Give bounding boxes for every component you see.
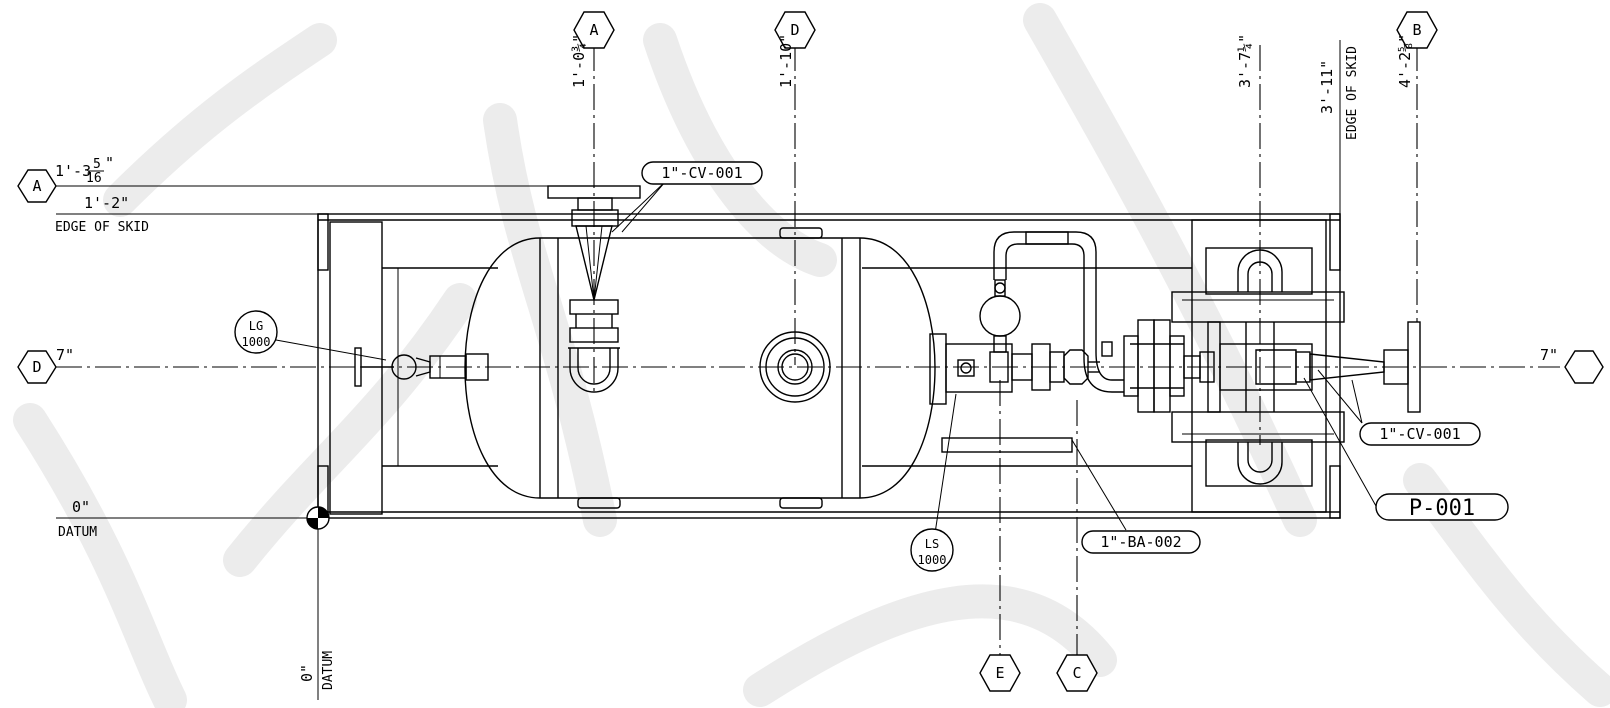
vessel-nozzle [759, 331, 831, 403]
grid-marker-C-bottom: C [1056, 654, 1098, 692]
edge-of-skid-right-label: EDGE OF SKID [1345, 46, 1360, 140]
lg-tag-line1: LG [249, 319, 263, 333]
check-valve-top [547, 185, 641, 393]
horizontal-vessel [464, 227, 936, 509]
datum-horizontal-value: 0" [72, 498, 90, 516]
grid-marker-A-left: A [17, 169, 57, 203]
grid-label-B: B [1412, 21, 1421, 39]
dimension-a-left-prefix: 1'-3 [55, 162, 91, 180]
dimension-b-top: 4'-2⅝" [1396, 34, 1414, 88]
dimension-d-left: 7" [56, 346, 74, 364]
edge-of-skid-left-label: EDGE OF SKID [55, 220, 149, 235]
grid-marker-A-top: A [573, 11, 615, 49]
tag-ba-002: 1"-BA-002 [1081, 530, 1201, 554]
level-switch-assembly [929, 231, 1215, 453]
grid-label-D-left: D [32, 358, 41, 376]
datum-symbol [306, 506, 330, 530]
dimension-a-left-suffix: " [105, 154, 114, 172]
leader-lines [275, 181, 1377, 541]
datum-horizontal-label: DATUM [58, 525, 97, 540]
grid-label-C: C [1072, 664, 1081, 682]
tag-pump-label: P-001 [1409, 496, 1475, 521]
dimension-a-left-numerator: 5 [93, 157, 101, 172]
grid-marker-D-left: D [17, 350, 57, 384]
dimension-a-top: 1'-0¾" [570, 34, 588, 88]
tag-cv-right-label: 1"-CV-001 [1379, 425, 1460, 443]
instrument-ls-1000: LS 1000 [910, 528, 954, 572]
skid-frame [317, 213, 1341, 519]
datum-vertical-value: 0" [298, 664, 316, 682]
dimension-pump-axis: 3'-7¼" [1236, 34, 1254, 88]
grid-label-D: D [790, 21, 799, 39]
grid-marker-B-top: B [1396, 11, 1438, 49]
datum-vertical-label: DATUM [321, 651, 336, 690]
level-gauge-valve [354, 347, 467, 387]
extension-lines [56, 40, 1341, 700]
instrument-lg-1000: LG 1000 [234, 310, 278, 354]
ls-tag-line1: LS [925, 537, 939, 551]
tag-cv-top-label: 1"-CV-001 [661, 164, 742, 182]
grid-marker-D-top: D [774, 11, 816, 49]
pressure-gauge-icon [979, 295, 1021, 337]
tag-cv-001-right: 1"-CV-001 [1359, 422, 1481, 446]
centerlines [56, 45, 1560, 655]
lg-tag-line2: 1000 [242, 335, 271, 349]
dimension-d-top: 1'-10" [777, 34, 795, 88]
grid-label-A: A [589, 21, 598, 39]
grid-marker-D-right-partial [1564, 350, 1604, 384]
dimension-a-left-denominator: 16 [86, 171, 102, 186]
tag-p-001: P-001 [1375, 493, 1509, 521]
grid-marker-E-bottom: E [979, 654, 1021, 692]
grid-label-E: E [995, 664, 1004, 682]
pump-assembly [1171, 219, 1421, 513]
dimension-d-right: 7" [1540, 346, 1558, 364]
dimension-edge-right: 3'-11" [1318, 60, 1336, 114]
dimension-a-left: 1'-3 5 16 " [55, 154, 114, 186]
tag-cv-001-top: 1"-CV-001 [641, 161, 763, 185]
tag-ba-label: 1"-BA-002 [1100, 533, 1181, 551]
ls-tag-line2: 1000 [918, 553, 947, 567]
grid-label-A-left: A [32, 177, 41, 195]
dimension-edge-left: 1'-2" [84, 194, 129, 212]
